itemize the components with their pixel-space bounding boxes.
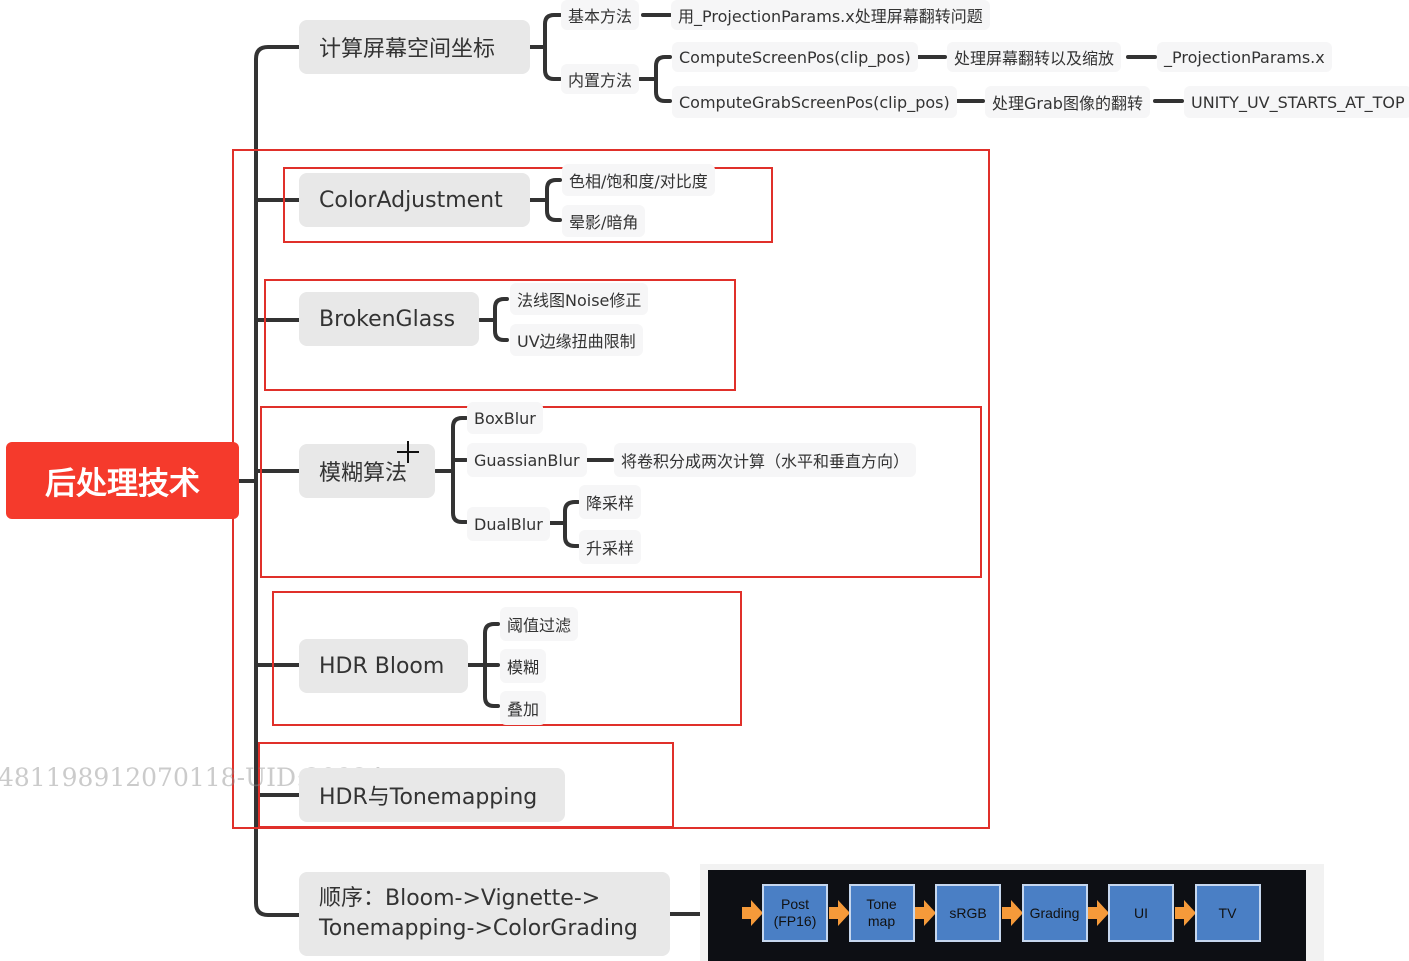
node-order[interactable]: 顺序：Bloom->Vignette-> Tonemapping->ColorG… [299,872,670,956]
main-trunk [254,45,302,917]
node-hdr-bloom-item[interactable]: 模糊 [500,649,547,683]
node-label: 基本方法 [568,7,633,26]
pipeline-arrow-tail [1088,907,1098,919]
node-label: 模糊算法 [319,461,408,486]
root-label: 后处理技术 [45,466,200,502]
node-compute-screen-pos[interactable]: ComputeScreenPos(clip_pos) [672,42,918,72]
node-dual-blur-item[interactable]: 降采样 [579,485,642,519]
node-hdr-tonemapping[interactable]: HDR与Tonemapping [299,768,565,822]
node-label: ColorAdjustment [319,187,503,213]
node-label: ComputeScreenPos(clip_pos) [679,47,911,67]
pipeline-arrow-tail [828,907,839,919]
node-box-blur[interactable]: BoxBlur [467,402,543,434]
node-screen-coords[interactable]: 计算屏幕空间坐标 [299,20,530,74]
node-label-line2: Tonemapping->ColorGrading [319,916,638,941]
pipeline-stage: sRGB [935,884,1001,942]
node-basic-method-detail[interactable]: 用_ProjectionParams.x处理屏幕翻转问题 [671,0,990,30]
node-label: 叠加 [507,700,540,719]
node-color-adjustment-item[interactable]: 晕影/暗角 [562,205,646,237]
crosshair-cursor-icon [397,441,419,463]
pipeline-stage-label: Grading [1029,904,1080,921]
node-label: BoxBlur [474,408,536,428]
pipeline-arrow-icon [837,900,850,926]
pipeline-arrow-icon [751,900,763,926]
pipeline-stage-label: Post(FP16) [773,896,817,929]
root-node[interactable]: 后处理技术 [6,442,239,519]
node-broken-glass-item[interactable]: UV边缘扭曲限制 [510,324,643,356]
pipeline-arrow-tail [742,907,752,919]
node-label: _ProjectionParams.x [1164,47,1325,67]
pipeline-arrow-tail [1001,907,1012,919]
node-label: 将卷积分成两次计算（水平和垂直方向） [621,452,910,471]
pipeline-arrow-icon [1183,900,1196,926]
node-hdr-bloom[interactable]: HDR Bloom [299,639,468,693]
node-label: 色相/饱和度/对比度 [569,172,708,191]
highlight-box-broken-glass [264,279,736,391]
node-label: UNITY_UV_STARTS_AT_TOP [1191,92,1405,112]
pipeline-arrow-icon [924,900,936,926]
node-compute-screen-pos-extra[interactable]: _ProjectionParams.x [1157,42,1332,72]
node-compute-grab-screen-pos[interactable]: ComputeGrabScreenPos(clip_pos) [672,86,957,118]
node-color-adjustment[interactable]: ColorAdjustment [299,173,530,227]
node-label: 降采样 [586,494,635,513]
node-label: 升采样 [586,539,635,558]
node-label: HDR Bloom [319,653,445,679]
node-dual-blur[interactable]: DualBlur [467,507,550,541]
pipeline-arrow-icon [1010,900,1023,926]
node-label: UV边缘扭曲限制 [517,332,636,351]
highlight-box-color-adjustment [283,167,773,243]
node-label: 阈值过滤 [507,616,572,635]
node-label: 处理屏幕翻转以及缩放 [954,49,1115,68]
node-compute-grab-screen-pos-detail[interactable]: 处理Grab图像的翻转 [985,86,1150,118]
node-compute-screen-pos-detail[interactable]: 处理屏幕翻转以及缩放 [947,42,1122,72]
pipeline-stage: Grading [1021,884,1088,942]
node-gaussian-blur-detail[interactable]: 将卷积分成两次计算（水平和垂直方向） [614,443,917,477]
node-label: 处理Grab图像的翻转 [992,94,1143,113]
node-hdr-bloom-item[interactable]: 阈值过滤 [500,607,579,641]
pipeline-stage: TV [1194,884,1261,942]
node-gaussian-blur[interactable]: GuassianBlur [467,443,587,477]
node-label: 模糊 [507,658,540,677]
node-label: BrokenGlass [319,306,456,332]
pipeline-arrow-tail [915,907,925,919]
node-label: 法线图Noise修正 [517,291,642,310]
node-basic-method[interactable]: 基本方法 [561,0,640,30]
node-color-adjustment-item[interactable]: 色相/饱和度/对比度 [562,164,715,196]
highlight-box-hdr-bloom [272,591,742,726]
node-label: 计算屏幕空间坐标 [319,37,496,62]
pipeline-arrow-icon [1097,900,1109,926]
pipeline-stage: Post(FP16) [762,884,828,942]
node-label: 内置方法 [568,71,633,90]
node-broken-glass-item[interactable]: 法线图Noise修正 [510,283,649,315]
pipeline-arrow-tail [1174,907,1185,919]
node-builtin-method[interactable]: 内置方法 [561,64,640,94]
node-compute-grab-screen-pos-extra[interactable]: UNITY_UV_STARTS_AT_TOP [1184,86,1409,118]
node-dual-blur-item[interactable]: 升采样 [579,530,642,564]
node-broken-glass[interactable]: BrokenGlass [299,292,479,346]
node-label: GuassianBlur [474,450,580,470]
pipeline-stage-label: UI [1134,904,1148,921]
node-label: 用_ProjectionParams.x处理屏幕翻转问题 [678,7,983,26]
highlight-box-tonemapping [258,742,674,828]
node-label: 晕影/暗角 [569,213,639,232]
node-label: ComputeGrabScreenPos(clip_pos) [679,92,950,112]
node-label: DualBlur [474,514,543,534]
node-label-line1: 顺序：Bloom->Vignette-> [319,886,601,911]
highlight-box-blur [260,406,982,578]
pipeline-stage: UI [1108,884,1174,942]
node-label: HDR与Tonemapping [319,785,538,810]
pipeline-stage-label: sRGB [949,904,987,921]
node-hdr-bloom-item[interactable]: 叠加 [500,691,547,725]
pipeline-stage-label: TV [1218,904,1237,921]
